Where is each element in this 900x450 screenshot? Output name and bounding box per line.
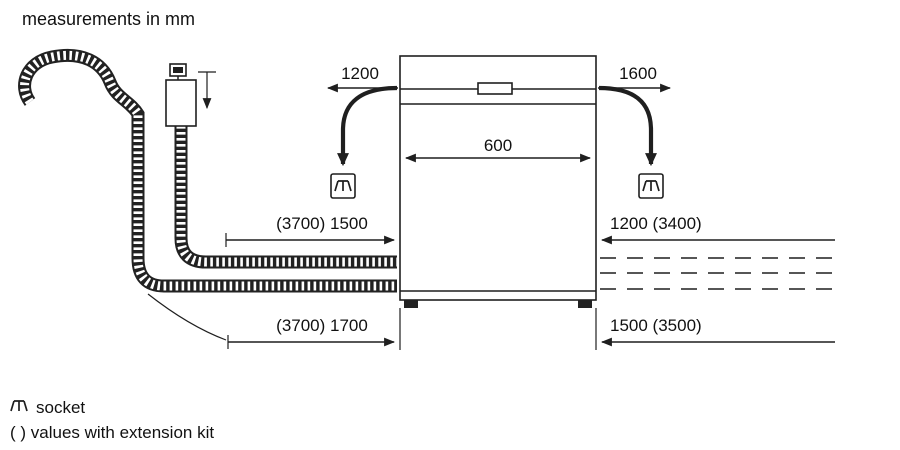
- bottom-right-dimension-label: 1500 (3500): [610, 316, 702, 335]
- legend-socket-label: socket: [36, 398, 85, 417]
- drain-hose: [18, 48, 397, 293]
- bottom-left-dimension: (3700) 1700: [227, 316, 396, 349]
- mid-left-dimension-label: (3700) 1500: [276, 214, 368, 233]
- extension-hose-dashed-lines: [600, 257, 835, 290]
- mid-right-dimension: 1200 (3400): [600, 214, 835, 245]
- power-cord-right: [598, 85, 657, 167]
- hose-end-lead: [147, 293, 227, 341]
- foot-left: [404, 300, 418, 308]
- valve-height-arrow: [198, 71, 216, 110]
- bottom-left-dimension-label: (3700) 1700: [276, 316, 368, 335]
- display-window: [477, 82, 513, 95]
- mid-left-dimension: (3700) 1500: [225, 214, 396, 247]
- width-dimension: 600: [404, 136, 592, 163]
- power-socket-icon: [638, 173, 664, 199]
- water-tap-icon: [169, 63, 187, 80]
- bottom-right-dimension: 1500 (3500): [600, 316, 835, 347]
- legend-extension-note: ( ) values with extension kit: [10, 423, 214, 442]
- dishwasher-outline: [399, 55, 597, 308]
- supply-hose: [174, 126, 397, 269]
- top-left-dimension-label: 1200: [341, 64, 379, 83]
- power-cord-left: [337, 85, 398, 167]
- top-left-socket-dimension: 1200: [326, 64, 398, 199]
- width-dimension-label: 600: [484, 136, 512, 155]
- top-right-dimension-label: 1600: [619, 64, 657, 83]
- legend: socket ( ) values with extension kit: [10, 398, 214, 442]
- top-right-socket-dimension: 1600: [598, 64, 672, 199]
- mid-right-dimension-label: 1200 (3400): [610, 214, 702, 233]
- page-title: measurements in mm: [22, 9, 195, 29]
- power-socket-icon: [330, 173, 356, 199]
- aquastop-valve: [165, 63, 216, 127]
- foot-right: [578, 300, 592, 308]
